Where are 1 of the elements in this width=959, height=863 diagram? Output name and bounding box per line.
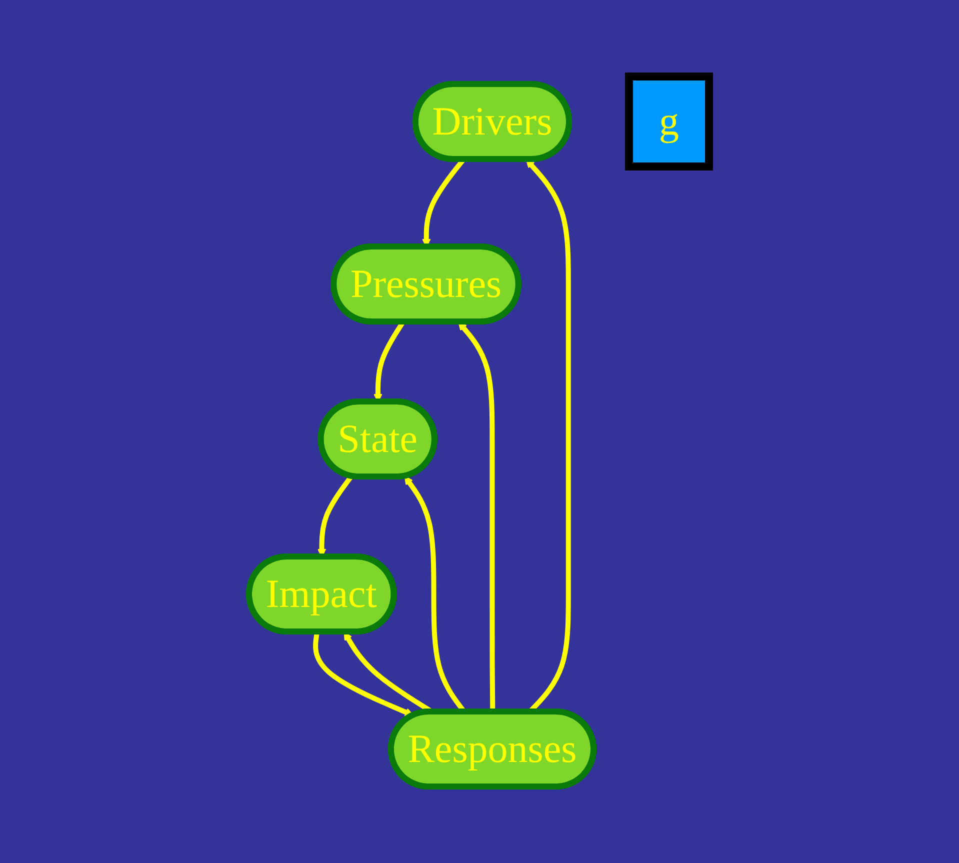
node-box: g <box>626 72 714 170</box>
